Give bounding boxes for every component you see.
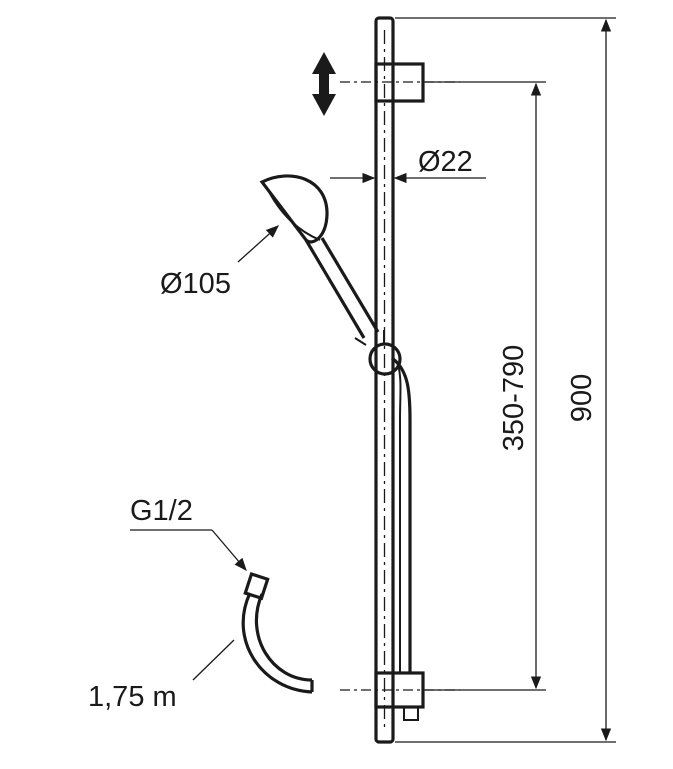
head-diameter-dimension: Ø105 — [160, 225, 279, 300]
rail-hose — [390, 356, 412, 673]
connection-thread-callout: G1/2 — [130, 495, 247, 571]
loose-hose — [241, 572, 314, 694]
bar-length-dimension: 900 — [395, 17, 616, 743]
slide-range-label: 350-790 — [498, 345, 530, 451]
bar-diameter-dimension: Ø22 — [330, 146, 486, 184]
hose-length-label: 1,75 m — [88, 681, 177, 713]
hose-length-callout: 1,75 m — [88, 639, 235, 713]
bar-diameter-label: Ø22 — [418, 146, 473, 178]
hand-shower — [259, 174, 385, 346]
connection-thread-label: G1/2 — [130, 495, 193, 527]
bar-length-label: 900 — [566, 374, 598, 422]
slide-range-dimension: 350-790 — [425, 81, 546, 691]
slide-bar — [374, 16, 395, 744]
double-arrow-vertical-icon — [312, 52, 336, 116]
head-diameter-label: Ø105 — [160, 268, 231, 300]
slider-knob — [368, 342, 402, 376]
bottom-wall-bracket — [340, 671, 460, 721]
